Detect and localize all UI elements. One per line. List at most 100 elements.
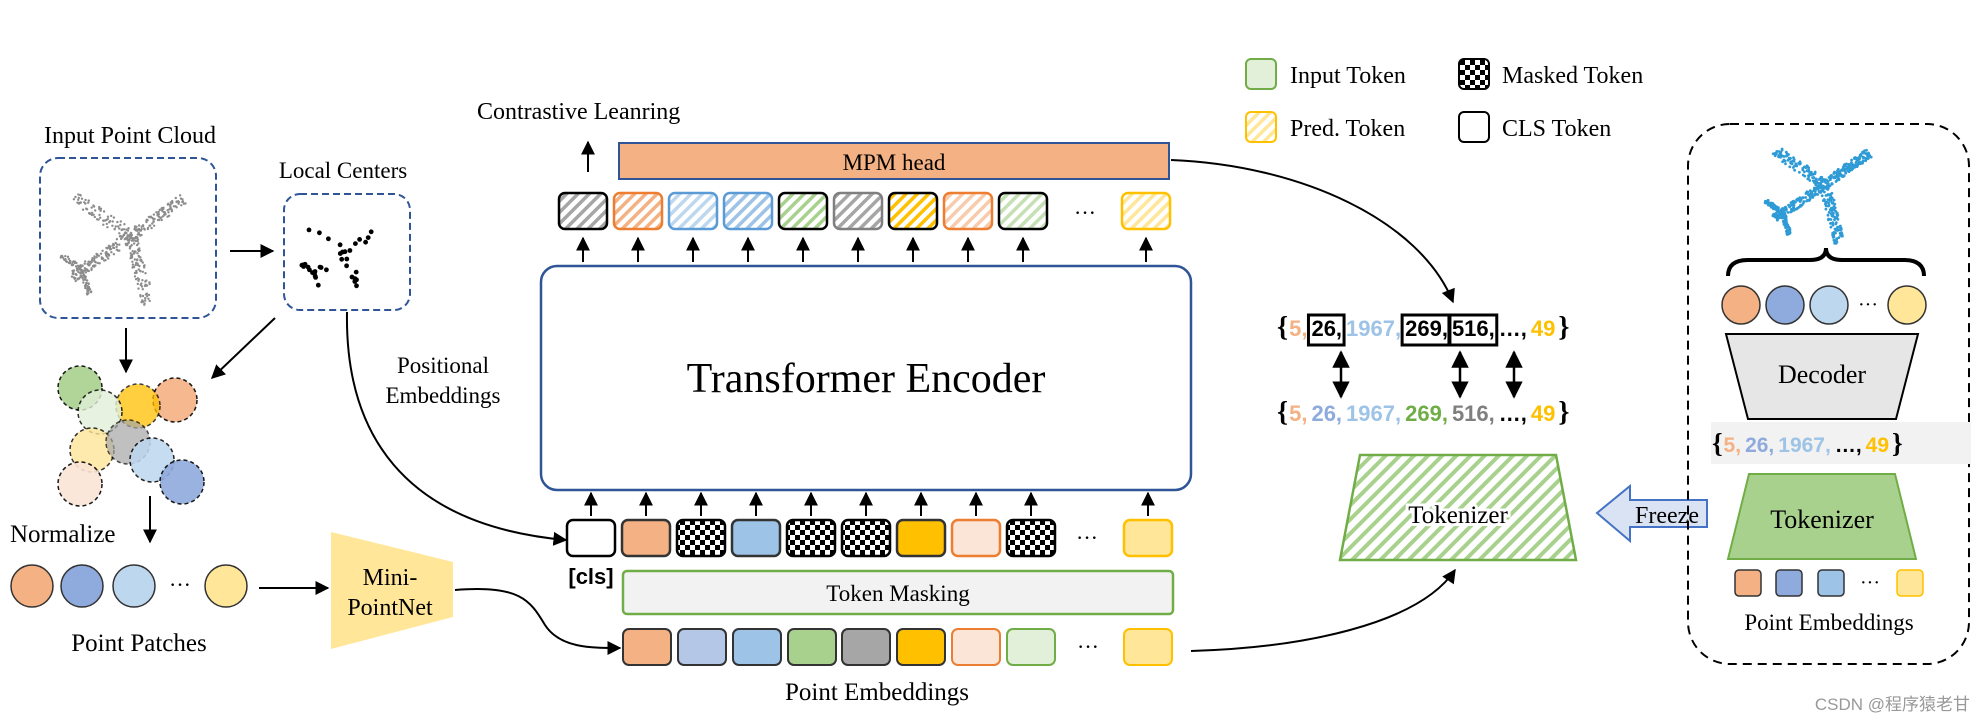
point	[1835, 227, 1839, 231]
point	[354, 277, 359, 283]
point	[110, 251, 113, 254]
point	[1814, 177, 1818, 181]
point	[1813, 170, 1817, 174]
point	[1830, 182, 1834, 186]
point	[118, 232, 121, 235]
point	[181, 200, 184, 204]
point	[162, 214, 165, 218]
pred-token	[997, 191, 1049, 231]
point	[78, 277, 81, 280]
point	[1788, 165, 1792, 169]
point	[73, 261, 77, 265]
point	[143, 264, 146, 267]
point-embedding-token	[1006, 628, 1056, 666]
point	[145, 295, 149, 298]
point	[136, 252, 139, 255]
point	[155, 211, 158, 214]
point	[1793, 164, 1796, 168]
point	[110, 214, 113, 218]
point	[105, 218, 108, 222]
point	[90, 211, 94, 214]
point	[141, 270, 144, 273]
point	[1829, 225, 1833, 229]
local-centers-points-icon	[299, 227, 374, 289]
point	[1791, 203, 1795, 207]
point	[1764, 200, 1768, 204]
point	[90, 290, 93, 293]
point-patches-label: Point Patches	[71, 630, 206, 657]
point	[64, 260, 68, 263]
point	[167, 211, 170, 214]
point-embeddings-label: Point Embeddings	[785, 679, 969, 706]
point	[1804, 166, 1808, 170]
point	[96, 261, 100, 265]
point-embedding-token	[787, 628, 837, 666]
point	[1826, 198, 1830, 202]
point	[1775, 214, 1778, 218]
point	[98, 262, 101, 265]
point	[99, 209, 102, 212]
point	[182, 202, 186, 205]
point	[175, 200, 178, 203]
point	[1783, 215, 1786, 218]
point-embedding-token	[677, 628, 727, 666]
point	[1826, 213, 1830, 217]
point	[136, 282, 139, 286]
point	[354, 283, 359, 289]
code-value: 49	[1866, 434, 1889, 457]
point	[135, 237, 138, 240]
point	[139, 294, 142, 297]
point	[1773, 205, 1777, 209]
point	[180, 204, 183, 207]
point	[1831, 214, 1834, 218]
point	[1847, 166, 1850, 170]
point	[1772, 212, 1776, 216]
pred-token	[612, 191, 664, 231]
point	[340, 249, 345, 255]
point	[1808, 179, 1812, 182]
point	[1826, 182, 1829, 186]
point	[74, 279, 77, 283]
point	[119, 220, 123, 223]
point	[306, 227, 312, 233]
code-value: 269,	[1405, 316, 1448, 341]
point	[115, 245, 118, 249]
point	[152, 220, 155, 223]
point	[64, 258, 67, 261]
point	[139, 229, 143, 232]
point	[79, 274, 83, 278]
point	[139, 256, 142, 259]
point	[1780, 148, 1784, 152]
point	[1806, 169, 1809, 173]
point	[128, 245, 132, 248]
point	[94, 261, 97, 264]
point	[85, 281, 88, 285]
point	[1813, 187, 1817, 191]
point	[1804, 196, 1808, 199]
right-embeddings-row: ···	[1734, 569, 1924, 597]
point	[119, 223, 122, 227]
point	[1789, 203, 1793, 207]
point	[64, 255, 67, 258]
point	[1834, 176, 1837, 180]
tokenizer-right-block	[1726, 473, 1918, 560]
point	[86, 289, 89, 293]
point	[132, 265, 135, 268]
point	[1789, 161, 1792, 165]
point	[1835, 238, 1838, 242]
point	[1862, 156, 1866, 159]
code-value: 516,	[1452, 316, 1495, 341]
point	[1837, 174, 1840, 178]
dec-circle-orange	[1721, 285, 1761, 325]
point	[127, 241, 130, 244]
mpm-head-block	[618, 142, 1170, 180]
legend-pred-token-label: Pred. Token	[1290, 116, 1405, 142]
point	[96, 253, 99, 257]
emb-ellipsis: ···	[1077, 634, 1099, 659]
point	[1818, 191, 1822, 194]
point	[152, 218, 155, 221]
point	[174, 196, 177, 200]
contrastive-learning-label: Contrastive Leanring	[477, 99, 680, 125]
legend: Input Token Masked Token Pred. Token CLS…	[1245, 58, 1643, 143]
